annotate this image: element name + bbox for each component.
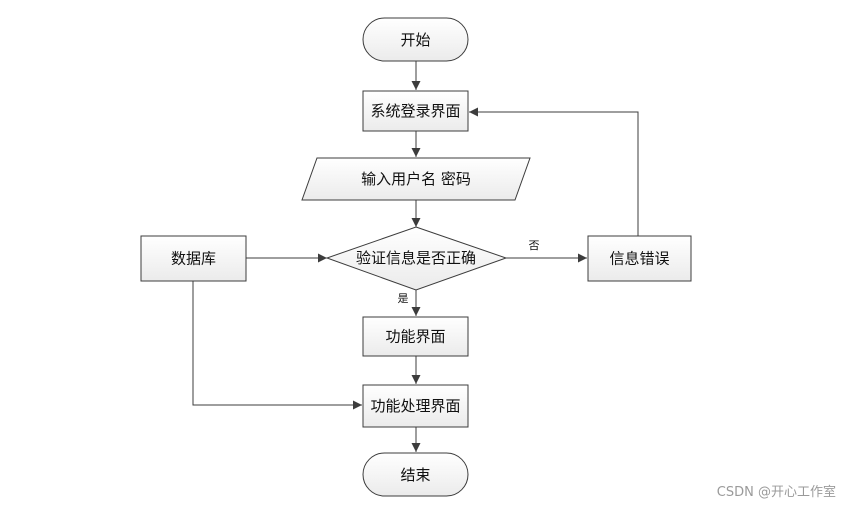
login-label: 系统登录界面 — [370, 102, 460, 120]
function-shape — [362, 316, 469, 357]
login-process-shape — [362, 90, 469, 132]
input-parallelogram-shape — [301, 157, 531, 201]
node-verify: 验证信息是否正确 — [325, 226, 508, 291]
database-shape — [140, 235, 247, 282]
csdn-watermark: CSDN @开心工作室 — [717, 484, 836, 500]
edge-database-to-process — [192, 281, 362, 410]
error-shape — [587, 235, 692, 282]
node-error: 信息错误 — [587, 235, 692, 282]
node-start: 开始 — [362, 17, 469, 62]
error-label: 信息错误 — [609, 250, 669, 268]
edge-error-to-login — [469, 107, 639, 236]
node-input: 输入用户名 密码 — [301, 157, 531, 201]
node-function: 功能界面 — [362, 316, 469, 357]
start-terminator-shape — [362, 17, 469, 62]
process-label: 功能处理界面 — [370, 397, 460, 415]
input-label: 输入用户名 密码 — [361, 170, 471, 188]
end-label: 结束 — [400, 466, 430, 484]
node-database: 数据库 — [140, 235, 247, 282]
edge-label-no: 否 — [529, 239, 540, 252]
process-shape — [362, 384, 469, 428]
node-login: 系统登录界面 — [362, 90, 469, 132]
verify-decision-shape — [325, 226, 508, 291]
function-label: 功能界面 — [385, 328, 445, 346]
edge-label-yes: 是 — [398, 292, 409, 305]
node-end: 结束 — [362, 452, 469, 497]
start-label: 开始 — [400, 31, 430, 49]
verify-label: 验证信息是否正确 — [356, 249, 476, 267]
end-terminator-shape — [362, 452, 469, 497]
node-process: 功能处理界面 — [362, 384, 469, 428]
database-label: 数据库 — [171, 250, 216, 268]
edges — [192, 61, 639, 452]
